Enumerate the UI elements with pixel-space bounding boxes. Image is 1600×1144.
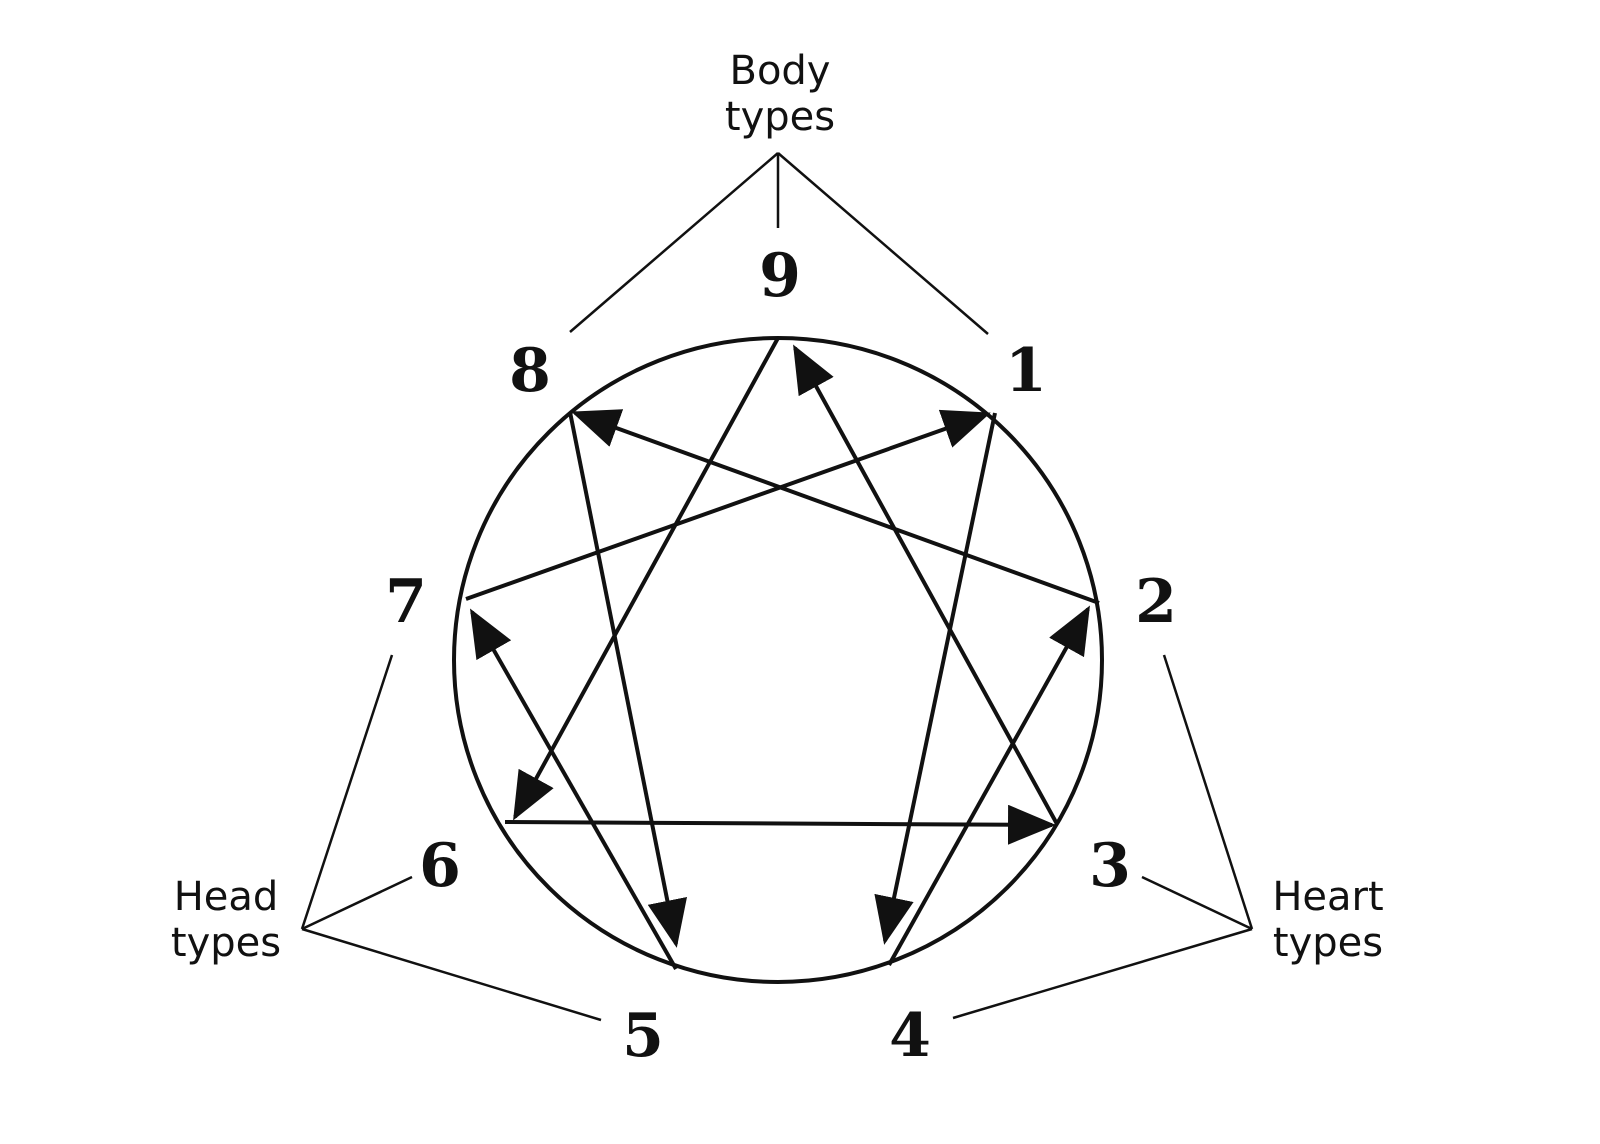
arrow-9-to-6 (513, 337, 780, 821)
point-label-5: 5 (622, 1001, 664, 1071)
arrow-1-to-4 (874, 412, 997, 945)
heart-bracket-to-4 (952, 927, 1253, 1020)
body-types-label-line2: types (725, 94, 835, 140)
point-label-6: 6 (419, 831, 461, 901)
point-label-7: 7 (385, 567, 427, 637)
heart-bracket-to-2 (1162, 654, 1254, 930)
point-label-9: 9 (759, 241, 801, 311)
arrow-7-to-1 (465, 409, 991, 601)
arrow-2-to-8 (571, 409, 1100, 605)
head-bracket-to-6 (301, 875, 413, 931)
point-label-1: 1 (1005, 336, 1047, 406)
body-bracket-to-8 (569, 152, 779, 333)
head-types-label-line2: types (171, 920, 281, 966)
head-types-label-line1: Head (174, 874, 279, 920)
body-types-label-line1: Body (730, 48, 831, 94)
heart-types-label-line2: types (1273, 920, 1383, 966)
point-label-8: 8 (509, 336, 551, 406)
point-label-3: 3 (1089, 831, 1131, 901)
point-label-2: 2 (1135, 567, 1177, 637)
arrow-8-to-5 (568, 411, 688, 948)
enneagram-circle (452, 336, 1104, 984)
point-label-4: 4 (889, 1001, 931, 1071)
heart-bracket-to-3 (1141, 875, 1253, 931)
head-bracket-to-5 (301, 927, 602, 1022)
heart-types-label-line1: Heart (1272, 874, 1383, 920)
arrow-5-to-7 (470, 608, 678, 970)
head-bracket-to-7 (300, 654, 394, 930)
arrow-6-to-3 (504, 804, 1056, 845)
arrow-4-to-2 (887, 605, 1090, 966)
body-bracket-to-1 (777, 152, 989, 335)
